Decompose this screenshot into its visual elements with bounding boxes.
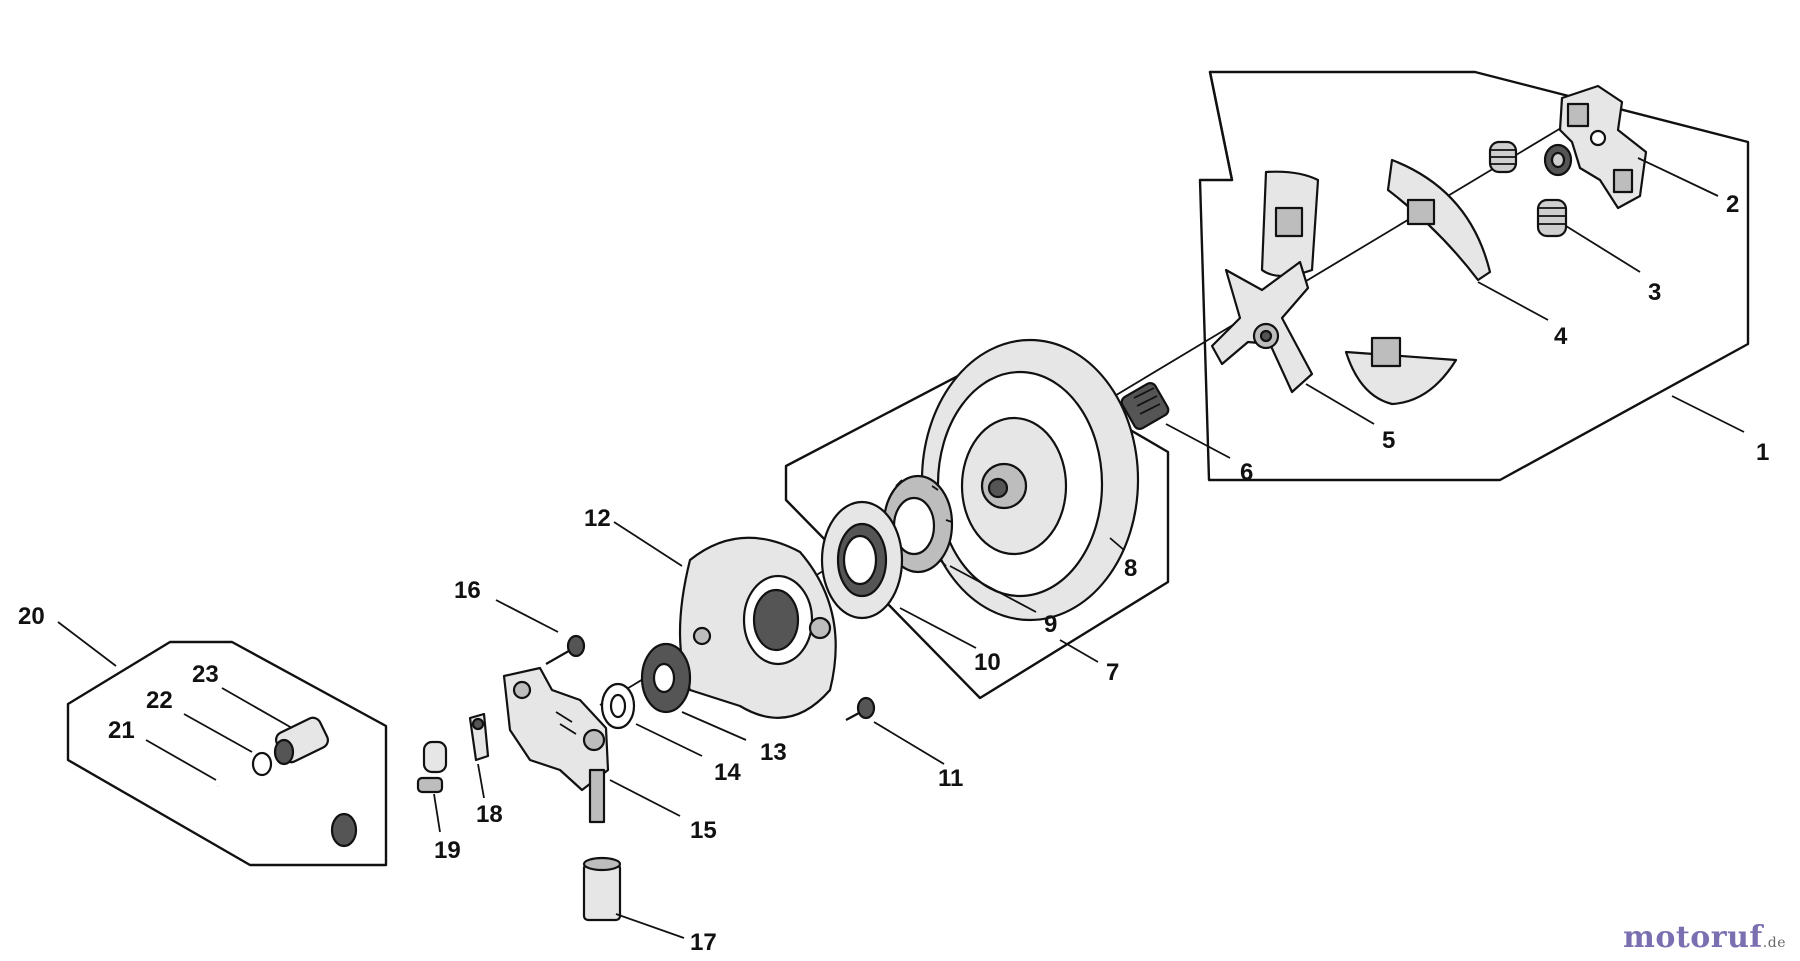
part-label-13: 13 xyxy=(760,739,787,766)
washer-part xyxy=(820,500,904,620)
group-outline-clutch-assembly xyxy=(1198,70,1750,482)
part-label-2: 2 xyxy=(1726,191,1739,218)
clip-part xyxy=(468,712,490,762)
part-label-8: 8 xyxy=(1124,555,1137,582)
needle-bearing-part xyxy=(1120,382,1170,430)
oil-filter-part xyxy=(273,716,329,766)
screw-part xyxy=(845,696,876,721)
oil-pipe-part xyxy=(216,780,358,849)
part-label-23: 23 xyxy=(192,661,219,688)
clutch-shoe-part xyxy=(1260,158,1492,406)
group-outline-clutch-assembly-inner xyxy=(1208,70,1234,182)
part-label-20: 20 xyxy=(18,603,45,630)
part-label-5: 5 xyxy=(1382,427,1395,454)
part-label-14: 14 xyxy=(714,759,741,786)
part-label-6: 6 xyxy=(1240,459,1253,486)
part-label-1: 1 xyxy=(1756,439,1769,466)
clutch-cover-part xyxy=(678,536,837,719)
part-label-4: 4 xyxy=(1554,323,1568,350)
part-label-19: 19 xyxy=(434,837,461,864)
spring-part xyxy=(1488,140,1573,238)
clutch-spider-part xyxy=(1210,260,1314,394)
part-label-15: 15 xyxy=(690,817,717,844)
screw-part-top xyxy=(545,634,586,665)
watermark-tld: .de xyxy=(1762,935,1786,951)
watermark-text: motoruf xyxy=(1623,920,1763,955)
part-label-12: 12 xyxy=(584,505,611,532)
part-label-16: 16 xyxy=(454,577,481,604)
o-ring-part xyxy=(251,751,273,777)
part-label-10: 10 xyxy=(974,649,1001,676)
group-outline-oil-pipe-assembly xyxy=(66,640,388,867)
small-washer-part xyxy=(600,682,636,730)
part-label-11: 11 xyxy=(938,765,963,792)
part-label-17: 17 xyxy=(690,929,717,956)
watermark-logo: motoruf.de xyxy=(1623,920,1786,955)
part-label-9: 9 xyxy=(1044,611,1057,638)
part-label-3: 3 xyxy=(1648,279,1661,306)
bearing-part xyxy=(640,642,692,714)
pump-sleeve-part xyxy=(582,856,622,922)
elbow-fitting-part xyxy=(416,740,448,794)
clutch-hub-part xyxy=(1558,84,1648,210)
oil-pump-part xyxy=(502,666,610,824)
clutch-drum-part xyxy=(920,338,1140,622)
part-label-21: 21 xyxy=(108,717,135,744)
part-label-18: 18 xyxy=(476,801,503,828)
part-label-7: 7 xyxy=(1106,659,1119,686)
part-label-22: 22 xyxy=(146,687,173,714)
leader-lines xyxy=(57,157,1745,939)
